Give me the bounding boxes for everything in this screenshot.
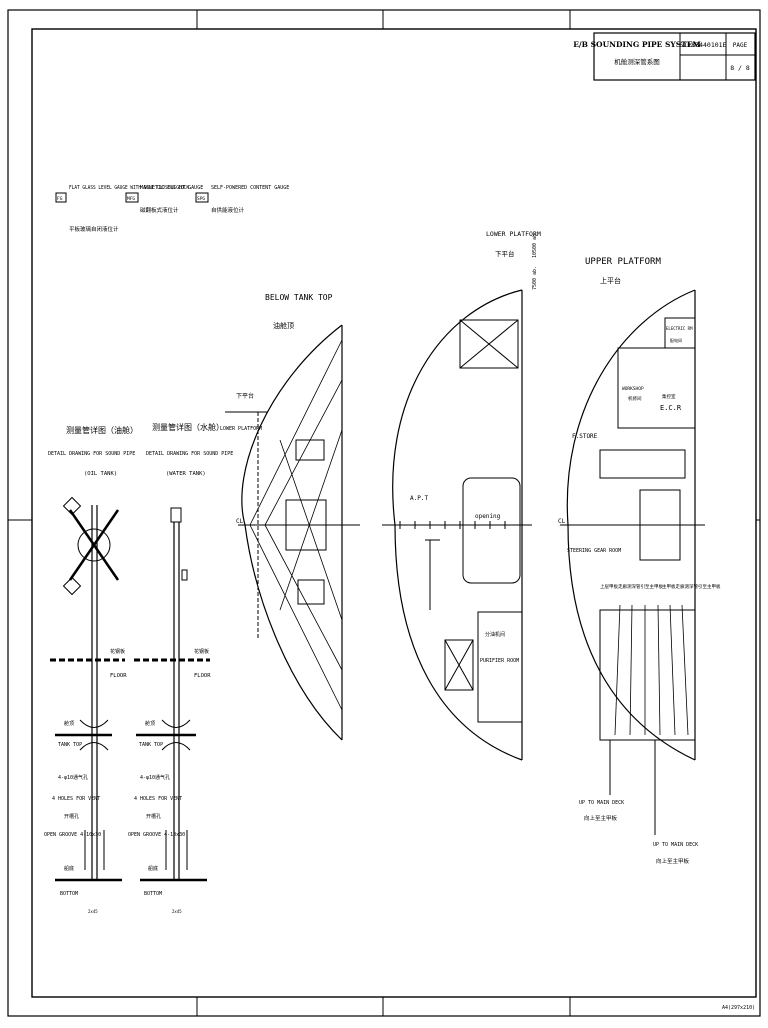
inner-frame (31, 28, 757, 998)
upper-workshop: WORKSHOP (622, 386, 644, 392)
detail-water-bottom-cn: 船底 (148, 865, 158, 872)
detail-water-bottom: BOTTOM (144, 891, 162, 897)
lower-frame-ticks (399, 521, 506, 529)
page-number: 8 / 8 (730, 64, 750, 72)
detail-oil-groove: OPEN GROOVE 4-10x30 (44, 832, 101, 838)
upper-electric-cn: 配电间 (670, 337, 682, 343)
detail-water-floor: FLOOR (194, 673, 211, 679)
view-below-tank-top: BELOW TANK TOP 油舱顶 下平台 LOWER PLATFORM CL (220, 293, 360, 741)
lower-opening-label: opening (475, 513, 501, 520)
upper-platform-title: UPPER PLATFORM (585, 257, 661, 267)
detail-oil-bottom-cn: 船底 (64, 865, 74, 872)
detail-oil-title-cn: 测量管详图（油舱） (66, 425, 138, 435)
below-lower-platform-cn: 下平台 (236, 392, 254, 400)
detail-oil-holes-cn: 4-φ10通气孔 (58, 774, 88, 781)
footer-paper-size: A4(297x210) (722, 1005, 755, 1011)
upper-f-store: F.STORE (572, 433, 598, 440)
detail-water-tanktop-cn: 舱顶 (145, 720, 155, 727)
upper-up-main-deck-2: UP TO MAIN DECK (653, 842, 698, 848)
upper-ecr: E.C.R (660, 404, 682, 412)
detail-water-tank-label: (WATER TANK) (166, 471, 206, 477)
detail-water-dim: 2x45 (172, 909, 182, 914)
detail-water-floor-cn: 花钢板 (194, 648, 209, 655)
lower-platform-title-cn: 下平台 (495, 249, 515, 258)
upper-cl-label: CL (558, 518, 566, 525)
lower-platform-dim1: 10500 ab. (532, 231, 538, 258)
legend-mfg-cn: 磁翻板式液位计 (140, 206, 179, 214)
detail-oil-dim: 2x45 (88, 909, 98, 914)
page-label: PAGE (733, 42, 748, 49)
detail-water-holes-cn: 4-φ10通气孔 (140, 774, 170, 781)
detail-oil-floor-cn: 花钢板 (110, 648, 125, 655)
upper-note-2: 主甲板走廊测深管引至主甲板 (662, 583, 721, 590)
lower-platform-title: LOWER PLATFORM (486, 230, 541, 238)
drawing-number: S1183440101E (680, 41, 727, 49)
upper-platform-title-cn: 上平台 (600, 276, 621, 285)
title-block: E/B SOUNDING PIPE SYSTEM 机舱测深管系图 S118344… (573, 32, 756, 81)
legend-spg-text: SELF-POWERED CONTENT GAUGE (211, 185, 289, 191)
upper-pipe-fan (614, 604, 689, 736)
detail-oil-bottom: BOTTOM (60, 891, 78, 897)
upper-steering: STEERING GEAR ROOM (567, 548, 621, 554)
outer-frame (7, 9, 761, 1017)
detail-water-title-cn: 测量管详图（水舱） (152, 422, 224, 432)
legend-fg-box (55, 192, 67, 203)
upper-workshop-cn: 机修间 (628, 395, 642, 402)
legend: FG FLAT GLASS LEVEL GAUGE WITH SELF CLOS… (55, 185, 289, 233)
upper-up-main-deck-1: UP TO MAIN DECK (579, 800, 624, 806)
upper-up-main-deck-1-cn: 向上至主甲板 (584, 814, 618, 822)
detail-water-groove: OPEN GROOVE 4-10x30 (128, 832, 185, 838)
legend-fg-code: FG (57, 196, 63, 202)
legend-fg-cn: 平板玻璃自闭液位计 (69, 225, 119, 233)
detail-water-title-en: DETAIL DRAWING FOR SOUND PIPE (146, 451, 233, 457)
upper-note-1: 上层甲板走廊测深管引至主甲板 (600, 583, 663, 590)
detail-oil-tanktop-cn: 舱顶 (64, 720, 74, 727)
legend-mfg-code: MFG (127, 196, 135, 202)
below-tank-top-title: BELOW TANK TOP (265, 293, 333, 302)
upper-ecr-cn: 集控室 (662, 393, 676, 400)
detail-water-groove-cn: 开槽孔 (146, 813, 161, 820)
detail-water-tanktop: TANK TOP (139, 742, 163, 748)
detail-oil-groove-cn: 开槽孔 (64, 813, 79, 820)
below-lower-platform: LOWER PLATFORM (220, 426, 262, 432)
lower-purifier-room: PURIFIER ROOM (480, 658, 519, 664)
lower-platform-dim2: 7500 ab. (532, 266, 538, 290)
legend-spg-code: SPG (197, 196, 205, 202)
below-cl-label: CL (236, 518, 244, 525)
detail-oil-tank-label: (OIL TANK) (84, 471, 117, 477)
below-tank-top-title-cn: 油舱顶 (273, 321, 294, 330)
upper-electric-room: ELECTRIC RM (666, 326, 693, 331)
lower-purifier-cn: 分油机间 (485, 631, 505, 638)
detail-oil-tanktop: TANK TOP (58, 742, 82, 748)
detail-oil-holes: 4 HOLES FOR VENT (52, 796, 100, 802)
detail-oil-tank: 测量管详图（油舱） DETAIL DRAWING FOR SOUND PIPE … (44, 425, 138, 914)
legend-spg-box (195, 192, 209, 203)
view-lower-platform: LOWER PLATFORM 下平台 10500 ab. 7500 ab. op… (382, 230, 541, 761)
lower-apt-label: A.P.T (410, 495, 428, 502)
legend-mfg-text: MAGNETIC FLIGHT GAUGE (140, 185, 203, 191)
legend-spg-cn: 自供能液位计 (211, 206, 245, 214)
legend-fg-text: FLAT GLASS LEVEL GAUGE WITH SELF CLOSING… (69, 185, 189, 191)
title-text: E/B SOUNDING PIPE SYSTEM (573, 40, 701, 49)
detail-water-tank: 测量管详图（水舱） DETAIL DRAWING FOR SOUND PIPE … (128, 422, 233, 914)
title-cn-text: 机舱测深管系图 (614, 57, 660, 66)
detail-oil-title-en: DETAIL DRAWING FOR SOUND PIPE (48, 451, 135, 457)
upper-up-main-deck-2-cn: 向上至主甲板 (656, 857, 690, 865)
detail-oil-floor: FLOOR (110, 673, 127, 679)
legend-mfg-box (125, 192, 139, 203)
detail-water-holes: 4 HOLES FOR VENT (134, 796, 182, 802)
view-upper-platform: UPPER PLATFORM 上平台 CL ELECTRIC RM 配电间 WO… (558, 257, 721, 865)
